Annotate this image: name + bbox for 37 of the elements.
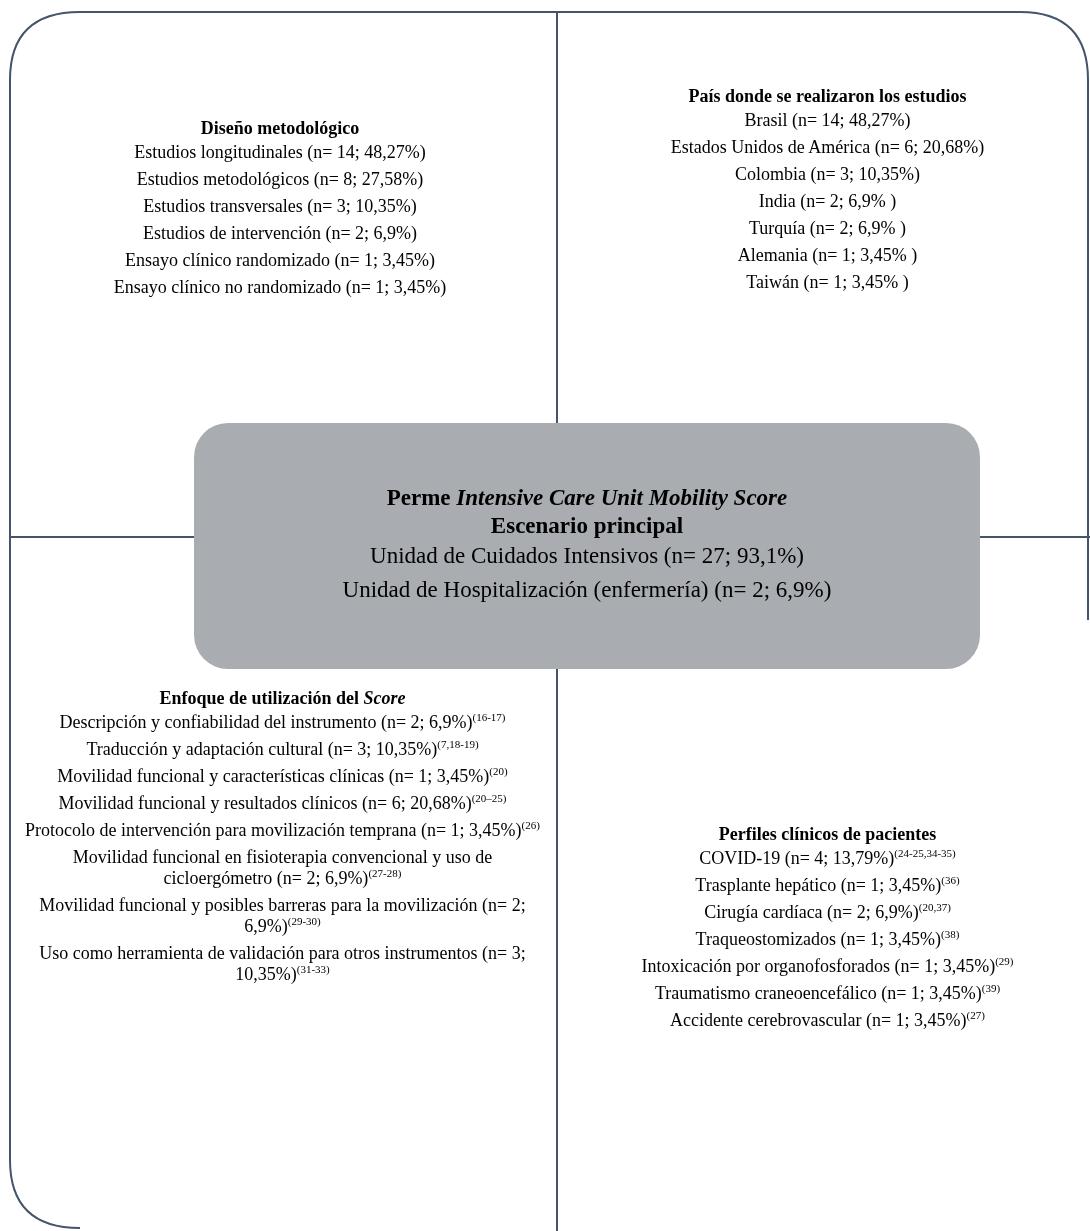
section-heading: Perfiles clínicos de pacientes xyxy=(717,824,938,845)
list-item: Unidad de Cuidados Intensivos (n= 27; 93,1%) xyxy=(369,542,805,570)
list-item: Movilidad funcional en fisioterapia convencional y uso de cicloergómetro (n= 2; 6,9%)$^{(27-28)}$ xyxy=(71,847,494,889)
list-item: Estudios metodológicos (n= 8; 27,58%) xyxy=(135,169,425,190)
list-item: Descripción y confiabilidad del instrumento (n= 2; 6,9%)$^{(16-17)}$ xyxy=(58,712,507,733)
center-box xyxy=(194,423,980,669)
list-item: India (n= 2; 6,9% ) xyxy=(757,191,898,212)
list-item: Cirugía cardíaca (n= 2; 6,9%)$^{(20,37)}$ xyxy=(703,902,952,923)
list-item: Traducción y adaptación cultural (n= 3; 10,35%)$^{(7,18-19)}$ xyxy=(85,739,480,760)
list-item: Protocolo de intervención para movilización temprana (n= 1; 3,45%)$^{(26)}$ xyxy=(24,820,541,841)
section-heading: Enfoque de utilización del Score xyxy=(158,688,407,709)
list-item: Colombia (n= 3; 10,35%) xyxy=(733,164,922,185)
section-heading: Escenario principal xyxy=(489,512,685,540)
list-item: Traumatismo craneoencefálico (n= 1; 3,45%)$^{(39)}$ xyxy=(653,983,1002,1004)
list-item: Uso como herramienta de validación para otros instrumentos (n= 3; 10,35%)$^{(31-33)}$ xyxy=(38,943,527,985)
list-item: Estudios de intervención (n= 2; 6,9%) xyxy=(141,223,419,244)
list-item: Traqueostomizados (n= 1; 3,45%)$^{(38)}$ xyxy=(694,929,961,950)
list-item: Movilidad funcional y resultados clínicos (n= 6; 20,68%)$^{(20–25)}$ xyxy=(57,793,508,814)
list-item: Trasplante hepático (n= 1; 3,45%)$^{(36)}$ xyxy=(694,875,961,896)
list-item: Turquía (n= 2; 6,9% ) xyxy=(748,218,907,239)
list-item: Accidente cerebrovascular (n= 1; 3,45%)$^{(27)}$ xyxy=(669,1010,986,1031)
list-item: Ensayo clínico randomizado (n= 1; 3,45%) xyxy=(123,250,437,271)
section-heading: País donde se realizaron los estudios xyxy=(687,86,968,107)
list-item: Estudios longitudinales (n= 14; 48,27%) xyxy=(133,142,427,163)
list-item: Estados Unidos de América (n= 6; 20,68%) xyxy=(669,137,986,158)
list-item: Ensayo clínico no randomizado (n= 1; 3,45%) xyxy=(112,277,448,298)
list-item: Intoxicación por organofosforados (n= 1; 3,45%)$^{(29)}$ xyxy=(640,956,1015,977)
list-item: Movilidad funcional y posibles barreras para la movilización (n= 2; 6,9%)$^{(29-30)}$ xyxy=(38,895,527,937)
section-heading: Perme Intensive Care Unit Mobility Score xyxy=(385,484,789,512)
list-item: Estudios transversales (n= 3; 10,35%) xyxy=(142,196,418,217)
section-heading: Diseño metodológico xyxy=(199,118,361,139)
list-item: Alemania (n= 1; 3,45% ) xyxy=(736,245,919,266)
list-item: Unidad de Hospitalización (enfermería) (n= 2; 6,9%) xyxy=(341,576,833,604)
list-item: COVID-19 (n= 4; 13,79%)$^{(24-25,34-35)}$ xyxy=(698,848,957,869)
list-item: Brasil (n= 14; 48,27%) xyxy=(743,110,912,131)
list-item: Movilidad funcional y características clínicas (n= 1; 3,45%)$^{(20)}$ xyxy=(56,766,509,787)
list-item: Taiwán (n= 1; 3,45% ) xyxy=(745,272,910,293)
